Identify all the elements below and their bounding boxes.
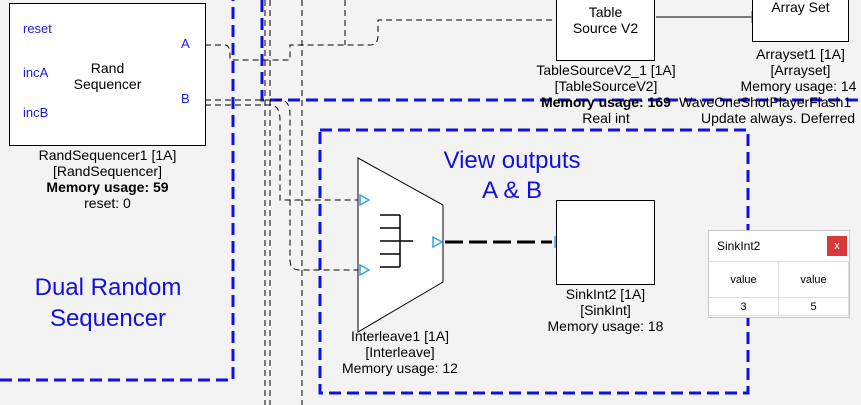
port-a: A bbox=[181, 36, 190, 51]
dual-random-group-border bbox=[0, 0, 235, 382]
waveplayer-update: Update always. Deferred bbox=[701, 110, 856, 126]
popup-header-1: value bbox=[709, 262, 779, 298]
rand-sequencer-title-1: Rand bbox=[90, 60, 125, 76]
interleave-out-arrow bbox=[432, 235, 444, 249]
table-source-memory: Memory usage: 169 bbox=[541, 94, 671, 110]
rand-sequencer-name: RandSequencer1 [1A] bbox=[38, 147, 177, 163]
interleave-type: [Interleave] bbox=[365, 344, 435, 360]
sinkint-name: SinkInt2 [1A] bbox=[565, 286, 646, 302]
interleave-memory: Memory usage: 12 bbox=[342, 360, 458, 376]
view-outputs-title-2: A & B bbox=[481, 177, 543, 204]
sinkint-memory: Memory usage: 18 bbox=[547, 318, 664, 334]
waveplayer-name: WaveOneShotPlayerFlash1 bbox=[679, 94, 852, 110]
interleave-in1-arrow bbox=[359, 193, 371, 207]
table-source-extra: Real int bbox=[582, 110, 630, 126]
rand-sequencer-type: [RandSequencer] bbox=[53, 163, 162, 179]
rand-sequencer-block[interactable]: Rand Sequencer bbox=[9, 3, 206, 146]
table-source-name: TableSourceV2_1 [1A] bbox=[536, 62, 676, 78]
popup-value-1: 3 bbox=[709, 298, 779, 316]
table-source-block[interactable]: Table Source V2 bbox=[556, 0, 655, 61]
table-source-type: [TableSourceV2] bbox=[554, 78, 658, 94]
sinkint-type: [SinkInt] bbox=[580, 302, 631, 318]
wires bbox=[205, 0, 556, 405]
popup-value-table: value value 3 5 bbox=[709, 262, 849, 316]
popup-header-2: value bbox=[779, 262, 849, 298]
popup-title: SinkInt2 bbox=[717, 239, 761, 253]
wire-b-out bbox=[205, 99, 358, 271]
arrayset-name: Arrayset1 [1A] bbox=[756, 46, 845, 62]
rand-sequencer-reset: reset: 0 bbox=[84, 195, 131, 211]
rand-sequencer-memory: Memory usage: 59 bbox=[46, 179, 169, 195]
rand-sequencer-title-2: Sequencer bbox=[73, 76, 142, 92]
arrayset-type: [Arrayset] bbox=[770, 62, 831, 78]
upper-right-group-border bbox=[260, 0, 861, 102]
port-reset: reset bbox=[23, 21, 52, 36]
interleave-name: Interleave1 [1A] bbox=[350, 328, 450, 344]
arrayset-block[interactable]: Array Set bbox=[752, 0, 849, 42]
dual-random-title-2: Sequencer bbox=[49, 305, 167, 332]
group-borders bbox=[0, 0, 861, 395]
sinkint-block[interactable] bbox=[556, 200, 655, 285]
table-source-title-2: Source V2 bbox=[572, 20, 639, 36]
popup-titlebar[interactable]: SinkInt2 x bbox=[709, 231, 849, 262]
popup-value-2: 5 bbox=[779, 298, 849, 316]
interleave-icon bbox=[380, 214, 413, 268]
sinkint-popup[interactable]: SinkInt2 x value value 3 5 bbox=[708, 230, 850, 318]
arrayset-memory: Memory usage: 14 bbox=[740, 78, 857, 94]
interleave-in2-arrow bbox=[359, 263, 371, 277]
arrayset-title: Array Set bbox=[771, 0, 830, 15]
wire-b-branch bbox=[205, 104, 358, 201]
wire-a-out bbox=[205, 19, 556, 61]
close-icon[interactable]: x bbox=[827, 236, 847, 256]
view-outputs-group-border bbox=[318, 128, 750, 395]
view-outputs-title-1: View outputs bbox=[443, 147, 581, 174]
table-source-title-1: Table bbox=[588, 4, 623, 20]
port-inca: incA bbox=[23, 65, 49, 80]
dual-random-title-1: Dual Random bbox=[34, 274, 182, 301]
port-b: B bbox=[181, 91, 190, 106]
port-incb: incB bbox=[23, 105, 49, 120]
